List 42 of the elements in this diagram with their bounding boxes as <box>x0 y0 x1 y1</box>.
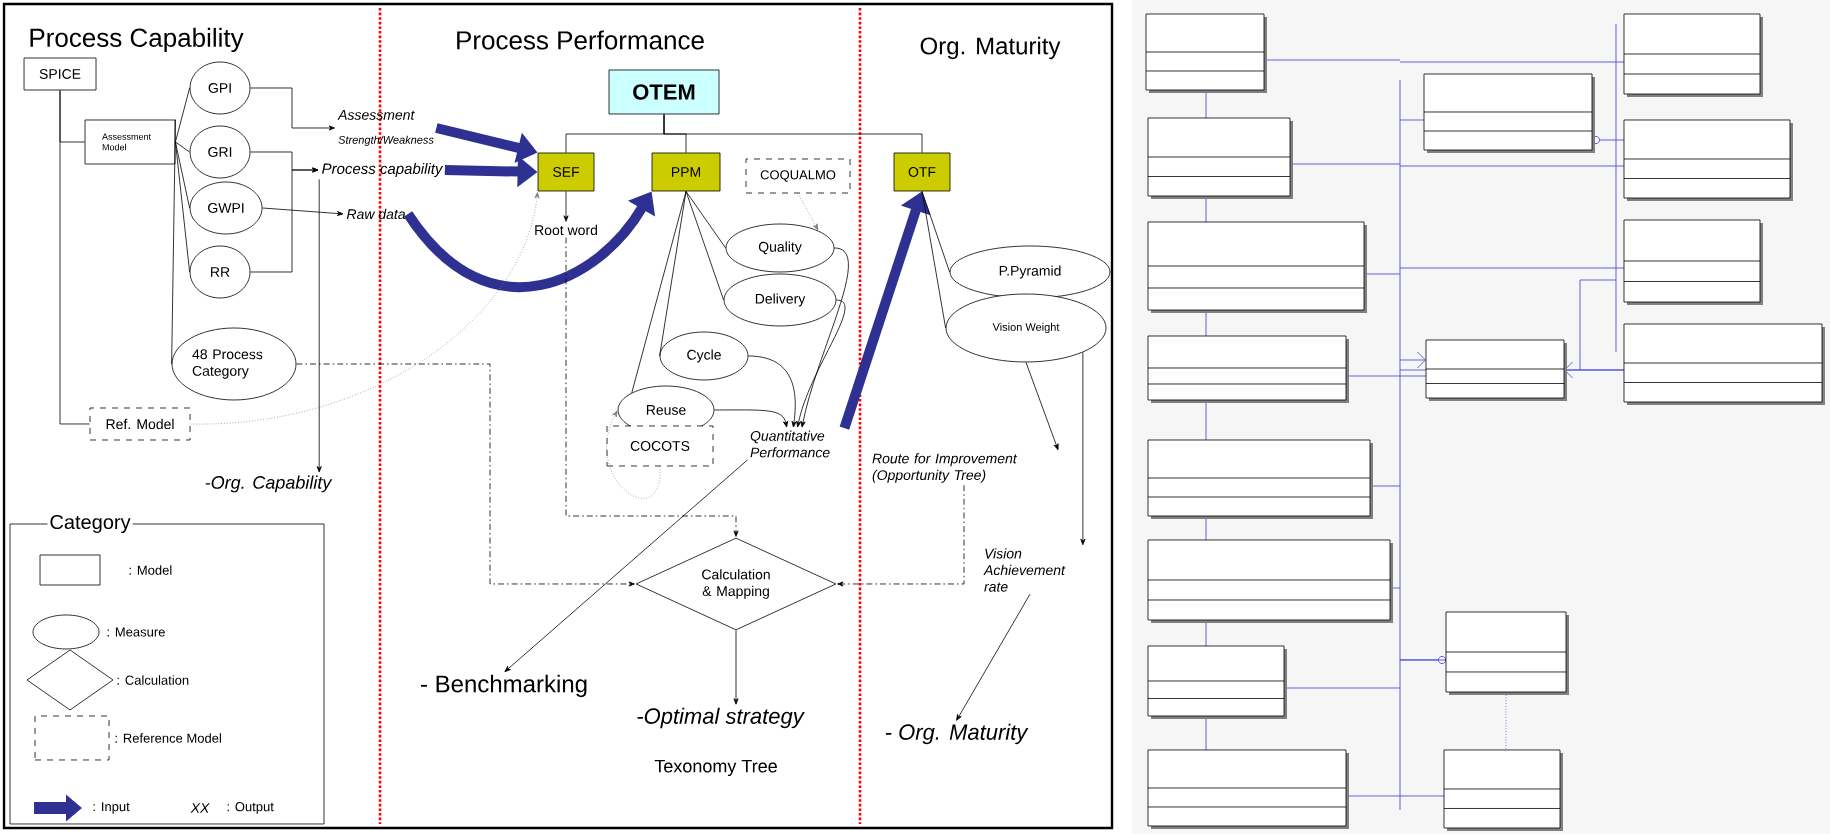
arrow <box>296 363 635 587</box>
arrow <box>837 484 965 587</box>
connector-line <box>685 191 726 249</box>
arrow <box>606 410 661 499</box>
connector-line <box>59 90 91 425</box>
connector-line <box>175 141 190 209</box>
section-heading: Org. Maturity <box>920 36 1061 60</box>
arrow <box>504 459 748 673</box>
connector-line <box>175 87 190 143</box>
connector-line <box>685 191 724 301</box>
connector-line <box>659 191 687 357</box>
connector-line <box>921 191 946 329</box>
arrow <box>800 247 849 428</box>
arrow <box>1025 362 1059 451</box>
connector-line <box>175 141 190 153</box>
text-label: - Benchmarking <box>421 674 587 698</box>
connector-line <box>175 141 190 273</box>
output-text: - Org. Maturity <box>885 723 1029 745</box>
model-box: OTEM <box>608 69 720 115</box>
arrow <box>1080 351 1086 546</box>
arrow <box>797 193 819 231</box>
arrow <box>565 237 739 537</box>
section-heading: Process Capability <box>30 27 244 53</box>
arrow <box>262 207 344 216</box>
connector-line <box>171 119 176 365</box>
output-text: -Org. Capability <box>205 475 333 493</box>
arrow <box>190 192 540 425</box>
arrow <box>714 409 788 428</box>
connector-line <box>921 191 950 273</box>
tree-label: Texonomy Tree <box>654 759 777 777</box>
connector-line <box>663 114 923 153</box>
output-text: -Optimal strategy <box>637 707 805 729</box>
arrow <box>316 179 322 473</box>
arrow <box>748 355 797 428</box>
arrow <box>250 167 319 273</box>
arrow <box>250 87 335 131</box>
arrow <box>796 299 846 428</box>
arrow <box>563 191 569 222</box>
connector-line <box>631 191 687 394</box>
arrow <box>956 593 1031 721</box>
legend-title: Category <box>47 512 133 536</box>
arrow <box>733 630 739 705</box>
